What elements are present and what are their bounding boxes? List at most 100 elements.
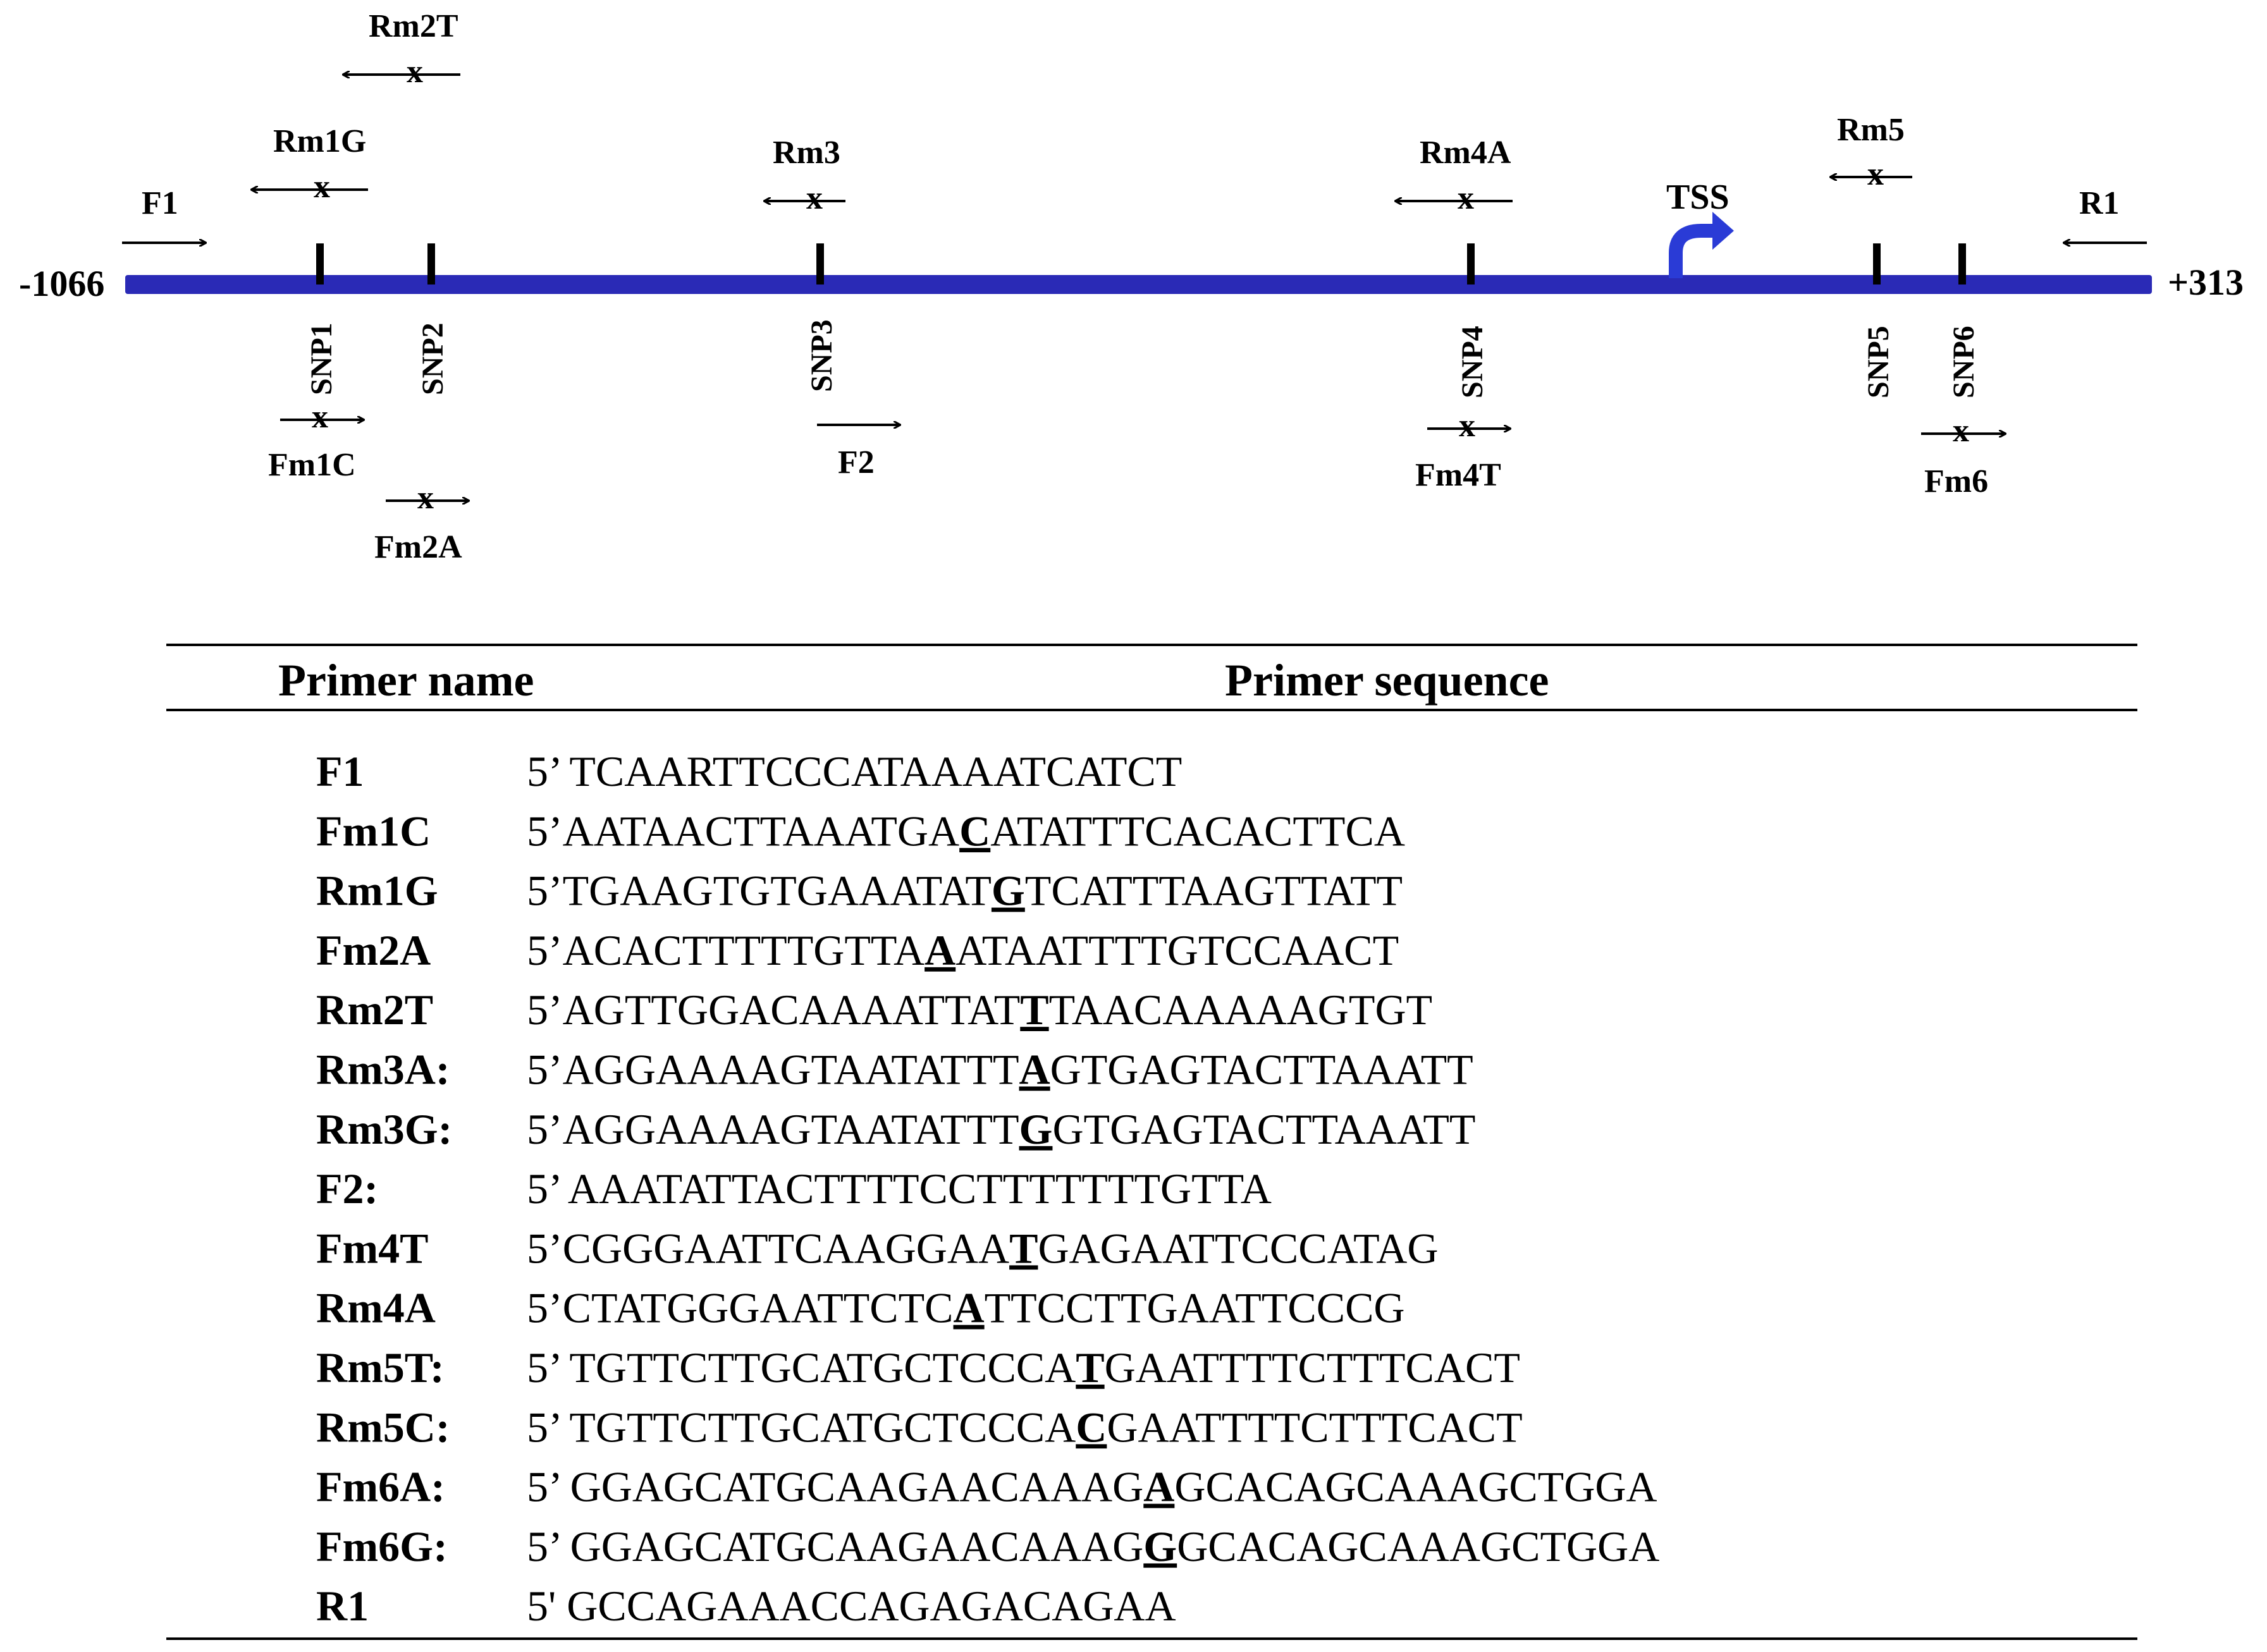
end-position-label: +313 bbox=[2168, 262, 2244, 303]
table-row: Fm4T 5’CGGGAATTCAAGGAATGAGAATTCCCATAG bbox=[316, 1224, 1438, 1272]
primer-name-cell: Rm1G bbox=[316, 867, 438, 915]
mismatch-x-icon: x bbox=[1867, 156, 1884, 192]
snp-tick bbox=[1873, 243, 1881, 285]
snp-label: SNP4 bbox=[1456, 326, 1489, 398]
tss-arrow-icon bbox=[1669, 224, 1715, 278]
primer-sequence-cell: 5’AGTTGGACAAAATTATTTAACAAAAAGTGT bbox=[527, 986, 1432, 1034]
primer-label-r1: R1 bbox=[2079, 185, 2120, 221]
snp-labels: SNP1 SNP2 SNP3 SNP4 SNP5 SNP6 bbox=[305, 319, 1981, 398]
sequence-part: 5’ TGTTCTTGCATGCTCCCA bbox=[527, 1403, 1076, 1451]
primer-sequence-cell: 5’TGAAGTGTGAAATATGTCATTTAAGTTATT bbox=[527, 867, 1403, 915]
snp-tick bbox=[1467, 243, 1475, 285]
primer-label-fm6: Fm6 bbox=[1924, 463, 1988, 499]
sequence-part: ATATTTCACACTTCA bbox=[990, 807, 1405, 855]
table-row: F1 5’ TCAARTTCCCATAAAATCATCT bbox=[316, 747, 1182, 795]
sequence-part: 5’ACACTTTTTGTTA bbox=[527, 926, 925, 974]
snp-label: SNP3 bbox=[805, 319, 839, 392]
primer-name-cell: Fm4T bbox=[316, 1224, 429, 1272]
sequence-part: GAGAATTCCCATAG bbox=[1038, 1224, 1438, 1272]
snp-label: SNP6 bbox=[1947, 326, 1981, 398]
primer-name-cell: R1 bbox=[316, 1582, 369, 1630]
sequence-part: 5’AATAACTTAAATGA bbox=[527, 807, 959, 855]
sequence-part: GTGAGTACTTAAATT bbox=[1052, 1105, 1475, 1153]
mismatch-x-icon: x bbox=[806, 180, 823, 216]
mismatch-x-icon: x bbox=[312, 399, 328, 435]
table-row: Rm2T 5’AGTTGGACAAAATTATTTAACAAAAAGTGT bbox=[316, 986, 1432, 1034]
snp-base-mark: C bbox=[1076, 1403, 1107, 1451]
table-row: Fm1C 5’AATAACTTAAATGACATATTTCACACTTCA bbox=[316, 807, 1405, 855]
sequence-part: TAACAAAAAGTGT bbox=[1049, 986, 1433, 1034]
column-header-primer-sequence: Primer sequence bbox=[1225, 655, 1549, 706]
sequence-part: GTGAGTACTTAAATT bbox=[1050, 1046, 1473, 1094]
snp-base-mark: G bbox=[992, 867, 1025, 915]
primer-label-rm1g: Rm1G bbox=[273, 123, 366, 159]
primer-label-f2: F2 bbox=[838, 444, 875, 480]
promoter-map: -1066 +313 SNP1 SNP2 SNP3 SNP4 SNP5 SNP6… bbox=[19, 8, 2244, 565]
primer-label-rm5: Rm5 bbox=[1837, 112, 1905, 148]
snp-label: SNP1 bbox=[305, 322, 338, 395]
sequence-part: 5' GCCAGAAACCAGAGACAGAA bbox=[527, 1582, 1176, 1630]
sequence-part: 5’ TGTTCTTGCATGCTCCCA bbox=[527, 1343, 1076, 1392]
table-row: Fm6A: 5’ GGAGCATGCAAGAACAAAGAGCACAGCAAAGC… bbox=[316, 1463, 1657, 1511]
snp-base-mark: A bbox=[1143, 1463, 1174, 1511]
snp-tick bbox=[1958, 243, 1966, 285]
snp-ticks bbox=[316, 243, 1966, 285]
sequence-part: 5’AGTTGGACAAAATTAT bbox=[527, 986, 1020, 1034]
primer-sequence-cell: 5’ TGTTCTTGCATGCTCCCATGAATTTTCTTTCACT bbox=[527, 1343, 1520, 1392]
table-row: Rm3G: 5’AGGAAAAGTAATATTTGGTGAGTACTTAAATT bbox=[316, 1105, 1475, 1153]
primer-sequence-cell: 5’ GGAGCATGCAAGAACAAAGGGCACAGCAAAGCTGGA bbox=[527, 1522, 1659, 1570]
mismatch-x-icon: x bbox=[417, 480, 434, 516]
primers-below: x Fm1C x Fm2A F2 x Fm4T x Fm6 bbox=[268, 399, 2006, 565]
primer-sequence-cell: 5' GCCAGAAACCAGAGACAGAA bbox=[527, 1582, 1176, 1630]
primer-name-cell: Rm2T bbox=[316, 986, 433, 1034]
table-row: Fm6G:5’ GGAGCATGCAAGAACAAAGGGCACAGCAAAGC… bbox=[316, 1522, 1659, 1570]
sequence-part: GAATTTTCTTTCACT bbox=[1107, 1403, 1522, 1451]
sequence-part: 5’AGGAAAAGTAATATTT bbox=[527, 1105, 1019, 1153]
snp-base-mark: G bbox=[1019, 1105, 1053, 1153]
primer-name-cell: Fm1C bbox=[316, 807, 431, 855]
primer-name-cell: F2: bbox=[316, 1165, 378, 1213]
table-row: Rm5C:5’ TGTTCTTGCATGCTCCCACGAATTTTCTTTCA… bbox=[316, 1403, 1523, 1451]
primer-name-cell: Fm2A bbox=[316, 926, 431, 974]
primer-name-cell: F1 bbox=[316, 747, 364, 795]
primer-name-cell: Rm5T: bbox=[316, 1343, 445, 1392]
mismatch-x-icon: x bbox=[1459, 408, 1475, 444]
primer-name-cell: Rm3A: bbox=[316, 1046, 450, 1094]
primer-sequence-cell: 5’ GGAGCATGCAAGAACAAAGAGCACAGCAAAGCTGGA bbox=[527, 1463, 1657, 1511]
table-row: Rm1G 5’TGAAGTGTGAAATATGTCATTTAAGTTATT bbox=[316, 867, 1403, 915]
primer-label-fm4t: Fm4T bbox=[1415, 457, 1501, 493]
table-row: F2: 5’ AAATATTACTTTTCCTTTTTTTGTTA bbox=[316, 1165, 1272, 1213]
tss-label: TSS bbox=[1666, 178, 1729, 217]
column-header-primer-name: Primer name bbox=[278, 655, 534, 706]
primer-name-cell: Rm4A bbox=[316, 1284, 436, 1332]
sequence-part: GCACAGCAAAGCTGGA bbox=[1174, 1463, 1657, 1511]
sequence-part: 5’ TCAARTTCCCATAAAATCATCT bbox=[527, 747, 1182, 795]
primer-sequence-cell: 5’CGGGAATTCAAGGAATGAGAATTCCCATAG bbox=[527, 1224, 1438, 1272]
primer-sequence-cell: 5’ TCAARTTCCCATAAAATCATCT bbox=[527, 747, 1182, 795]
primer-label-fm1c: Fm1C bbox=[268, 447, 356, 483]
primer-sequence-cell: 5’ AAATATTACTTTTCCTTTTTTTGTTA bbox=[527, 1165, 1272, 1213]
sequence-part: GAATTTTCTTTCACT bbox=[1105, 1343, 1520, 1392]
primer-sequence-cell: 5’AATAACTTAAATGACATATTTCACACTTCA bbox=[527, 807, 1405, 855]
snp-base-mark: T bbox=[1076, 1343, 1104, 1392]
snp-label: SNP5 bbox=[1862, 326, 1895, 398]
snp-label: SNP2 bbox=[416, 322, 450, 395]
sequence-part: 5’ GGAGCATGCAAGAACAAAG bbox=[527, 1463, 1143, 1511]
mismatch-x-icon: x bbox=[407, 54, 423, 90]
snp-base-mark: A bbox=[954, 1284, 985, 1332]
snp-tick bbox=[427, 243, 435, 285]
snp-base-mark: T bbox=[1020, 986, 1048, 1034]
primer-sequence-cell: 5’ TGTTCTTGCATGCTCCCACGAATTTTCTTTCACT bbox=[527, 1403, 1523, 1451]
sequence-part: TCATTTAAGTTATT bbox=[1025, 867, 1403, 915]
snp-base-mark: A bbox=[1019, 1046, 1050, 1094]
primer-name-cell: Fm6A: bbox=[316, 1463, 445, 1511]
mismatch-x-icon: x bbox=[314, 169, 330, 205]
sequence-part: 5’TGAAGTGTGAAATAT bbox=[527, 867, 992, 915]
sequence-part: 5’ AAATATTACTTTTCCTTTTTTTGTTA bbox=[527, 1165, 1272, 1213]
primer-label-rm3: Rm3 bbox=[773, 135, 840, 171]
primer-name-cell: Rm3G: bbox=[316, 1105, 452, 1153]
table-rows: F1 5’ TCAARTTCCCATAAAATCATCT Fm1C 5’AATAACT… bbox=[316, 747, 1659, 1630]
sequence-part: 5’CTATGGGAATTCTC bbox=[527, 1284, 954, 1332]
